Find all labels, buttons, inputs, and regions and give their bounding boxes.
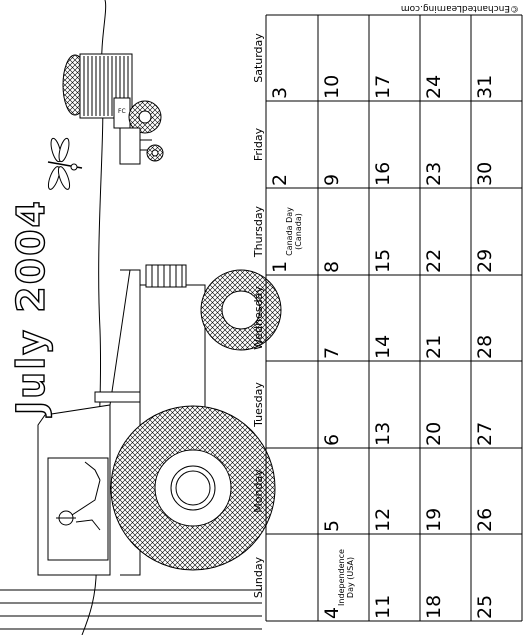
day-number: 5 [321, 520, 343, 532]
day-number: 6 [321, 434, 343, 446]
day-number: 19 [423, 508, 445, 532]
big-tractor-icon [37, 264, 282, 576]
day-number: 13 [372, 422, 394, 446]
calendar-title: July 2004 [9, 199, 53, 418]
day-number: 18 [423, 595, 445, 619]
day-number: 27 [474, 422, 496, 446]
day-number: 10 [321, 75, 343, 99]
holiday-note: (Canada) [294, 213, 303, 250]
day-number: 14 [372, 335, 394, 359]
day-number: 29 [474, 249, 496, 273]
day-number: 12 [372, 508, 394, 532]
holiday-note: Independence [337, 549, 346, 606]
weekday-label: Sunday [252, 556, 265, 598]
day-number: 4 [321, 607, 343, 619]
day-number: 16 [372, 162, 394, 186]
day-number: 31 [474, 75, 496, 99]
tractor-illustration: FC [0, 0, 282, 635]
day-number: 1 [269, 261, 291, 273]
day-number: 30 [474, 162, 496, 186]
day-number: 20 [423, 422, 445, 446]
day-number: 25 [474, 595, 496, 619]
day-number: 7 [321, 347, 343, 359]
day-number: 22 [423, 249, 445, 273]
weekday-label: Wednesday [252, 286, 265, 350]
weekday-label: Saturday [252, 33, 265, 83]
dragonfly-icon [47, 137, 83, 190]
day-number: 26 [474, 508, 496, 532]
day-number: 21 [423, 335, 445, 359]
holiday-note: Day (USA) [346, 557, 355, 598]
day-number: 23 [423, 162, 445, 186]
copyright-credit: ©EnchantedLearning.com [401, 3, 519, 13]
day-number: 24 [423, 75, 445, 99]
barn-sign: FC [118, 108, 126, 115]
day-number: 9 [321, 174, 343, 186]
holiday-note: Canada Day [285, 207, 294, 256]
weekday-label: Thursday [252, 205, 265, 258]
weekday-label: Friday [252, 127, 265, 161]
weekday-label: Tuesday [252, 382, 265, 428]
barn-icon: FC [62, 53, 133, 129]
day-number: 3 [269, 87, 291, 99]
small-tractor-icon [119, 100, 164, 165]
day-number: 2 [269, 174, 291, 186]
day-number: 11 [372, 595, 394, 619]
weekday-label: Monday [252, 469, 265, 513]
calendar-grid: Sunday Monday Tuesday Wednesday Thursday Frid… [252, 14, 523, 622]
day-number: 8 [321, 261, 343, 273]
day-number: 15 [372, 249, 394, 273]
day-number: 17 [372, 75, 394, 99]
day-number: 28 [474, 335, 496, 359]
